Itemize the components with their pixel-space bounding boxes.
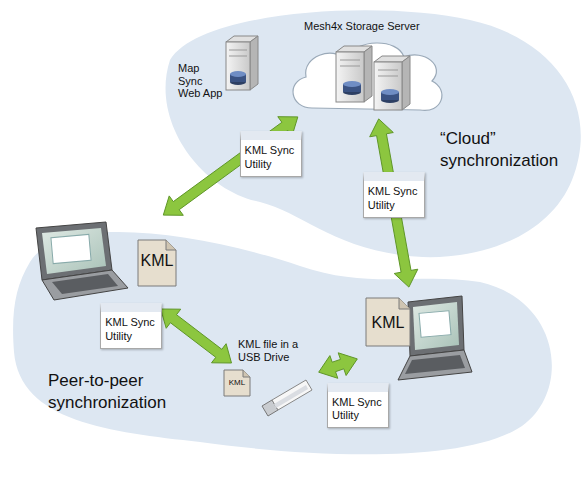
edge-label: KML Sync Utility (105, 316, 157, 342)
node-text: Map Sync Web App (178, 62, 226, 100)
laptop (36, 222, 128, 300)
kml-document (138, 240, 176, 286)
usb-kml-file: KML file in a USB DriveKML (220, 366, 314, 414)
laptop-kml: KML (362, 292, 474, 384)
sync-utility-window: KML Sync Utility (100, 303, 162, 348)
sync-utility-window: KML Sync Utility (327, 383, 389, 428)
edge-label: KML Sync Utility (245, 144, 297, 170)
node-text: Mesh4x Storage Server (304, 20, 454, 33)
region-label: “Cloud” synchronization (440, 128, 580, 172)
kml-document (366, 298, 410, 346)
sync-utility-window: KML Sync Utility (363, 172, 425, 217)
node-text: KML (138, 252, 176, 270)
usb-drive (262, 380, 312, 416)
storage-server: Mesh4x Storage Server (288, 16, 450, 114)
web-server (226, 36, 258, 90)
edge-label: KML Sync Utility (332, 396, 384, 422)
node-text: KML (224, 378, 250, 387)
edge-label: KML Sync Utility (368, 185, 420, 211)
node-text: KML (366, 314, 410, 332)
laptop-kml: KML (18, 218, 180, 306)
web-app-server: Map Sync Web App (176, 34, 260, 106)
region-label: Peer-to-peer synchronization (48, 370, 188, 414)
node-text: KML file in a USB Drive (238, 338, 322, 363)
sync-arrow (319, 353, 358, 379)
storage-cloud (293, 43, 442, 110)
sync-utility-window: KML Sync Utility (240, 131, 302, 176)
sync-arrow (161, 309, 232, 363)
kml-file (224, 370, 250, 396)
server-tower (336, 46, 372, 102)
server-tower (374, 56, 410, 110)
